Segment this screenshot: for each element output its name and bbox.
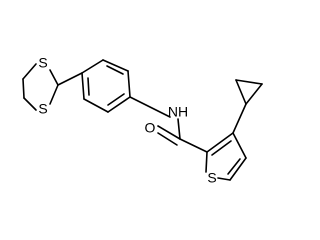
bond-c2-s1 xyxy=(49,69,59,86)
atom-label-thiophene-s: S xyxy=(207,170,216,186)
atom-label-s-top: S xyxy=(38,55,47,71)
bond-ar-4 xyxy=(107,96,131,113)
bond-th-5 xyxy=(205,151,208,173)
bond-th-2 xyxy=(232,132,247,159)
bond-carbonyl-o-1 xyxy=(157,125,181,140)
bond-th-1 xyxy=(206,132,234,153)
bond-cp-3 xyxy=(245,83,263,105)
bond-th-cyclopropyl xyxy=(232,103,247,134)
bond-ar-inner-2 xyxy=(107,93,125,106)
bond-carbonyl-o-2 xyxy=(157,132,178,146)
bond-ar-5 xyxy=(83,98,109,113)
structure-canvas: S S NH O S xyxy=(22,54,263,186)
benzene-ring xyxy=(81,59,131,113)
bond-th-4 xyxy=(217,177,231,181)
bond-s3-c2 xyxy=(49,84,59,105)
bond-th-double-2 xyxy=(227,158,241,175)
bond-aryl-n xyxy=(129,96,171,118)
molecule-drawing: S S NH O S xyxy=(22,55,263,186)
bond-n-carbonyl xyxy=(177,118,181,140)
dithiolane-ring xyxy=(22,63,59,111)
bond-ar-1 xyxy=(81,59,104,74)
bond-s1-ch2 xyxy=(22,63,37,80)
bond-cp-1 xyxy=(235,79,247,105)
bond-ar-inner-3 xyxy=(87,77,90,96)
bond-ch2-s3 xyxy=(23,97,37,111)
bond-ar-2 xyxy=(102,59,129,72)
bond-ch2-ch2 xyxy=(22,78,25,99)
atom-label-o: O xyxy=(145,120,156,136)
thiophene-ring xyxy=(205,132,247,181)
bond-ar-3 xyxy=(127,70,131,98)
bond-cp-2 xyxy=(235,79,263,85)
atom-label-s-bottom: S xyxy=(38,101,47,117)
bond-carbonyl-thiophene xyxy=(179,138,208,153)
bond-th-double-1 xyxy=(211,140,232,156)
atom-label-nh: NH xyxy=(168,104,188,120)
cyclopropyl-ring xyxy=(232,79,263,134)
bond-th-3 xyxy=(229,157,247,181)
bond-dithiolane-phenyl xyxy=(57,72,83,86)
bond-ar-inner-1 xyxy=(106,65,124,75)
bond-ar-6 xyxy=(81,72,85,100)
